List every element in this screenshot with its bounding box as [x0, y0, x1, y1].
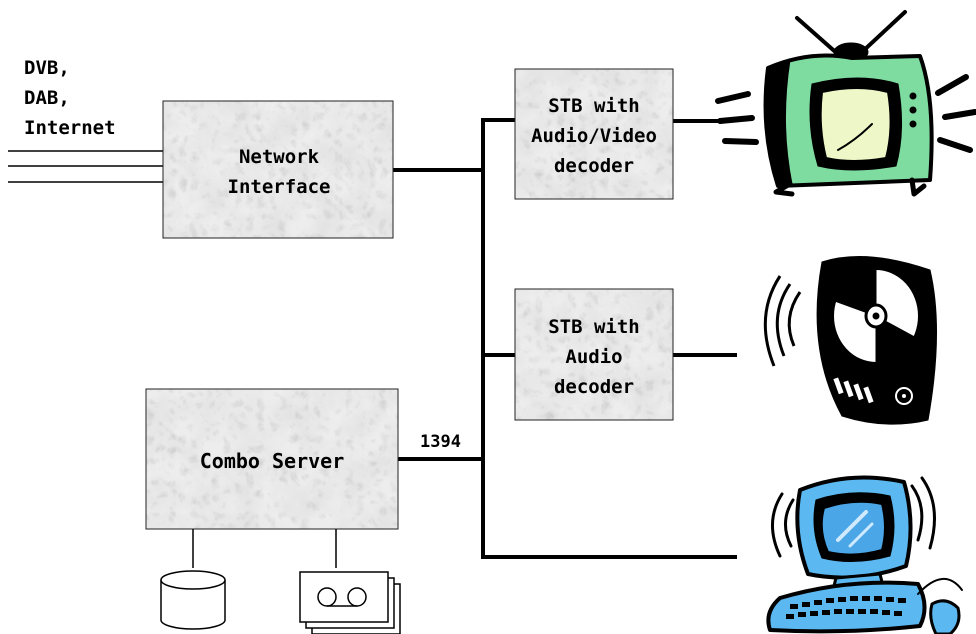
stb-audio-label-1: STB with [548, 316, 640, 338]
input-label-dvb: DVB, [24, 57, 70, 79]
network-interface-label-2: Interface [228, 176, 331, 198]
stb-audio-box [514, 288, 674, 421]
stb-av-label-2: Audio/Video [531, 125, 657, 147]
combo-server-label: Combo Server [200, 449, 345, 473]
bus-label-1394: 1394 [420, 432, 461, 452]
stb-av-label-1: STB with [548, 95, 640, 117]
disk-storage-icon [160, 570, 226, 630]
input-label-dab: DAB, [24, 87, 70, 109]
bus-wiring [393, 118, 737, 559]
input-label-internet: Internet [24, 117, 116, 139]
tape-storage-icon [299, 571, 401, 634]
cd-player-icon [763, 256, 938, 425]
television-icon [715, 10, 976, 197]
stb-av-box [514, 68, 674, 200]
stb-audio-label-3: decoder [554, 376, 634, 398]
network-interface-box [162, 100, 394, 239]
stb-audio-label-2: Audio [565, 346, 622, 368]
input-lines [8, 150, 163, 183]
network-interface-label-1: Network [239, 146, 320, 168]
combo-server-box [145, 388, 399, 530]
computer-icon [766, 475, 963, 634]
stb-av-label-3: decoder [554, 155, 634, 177]
